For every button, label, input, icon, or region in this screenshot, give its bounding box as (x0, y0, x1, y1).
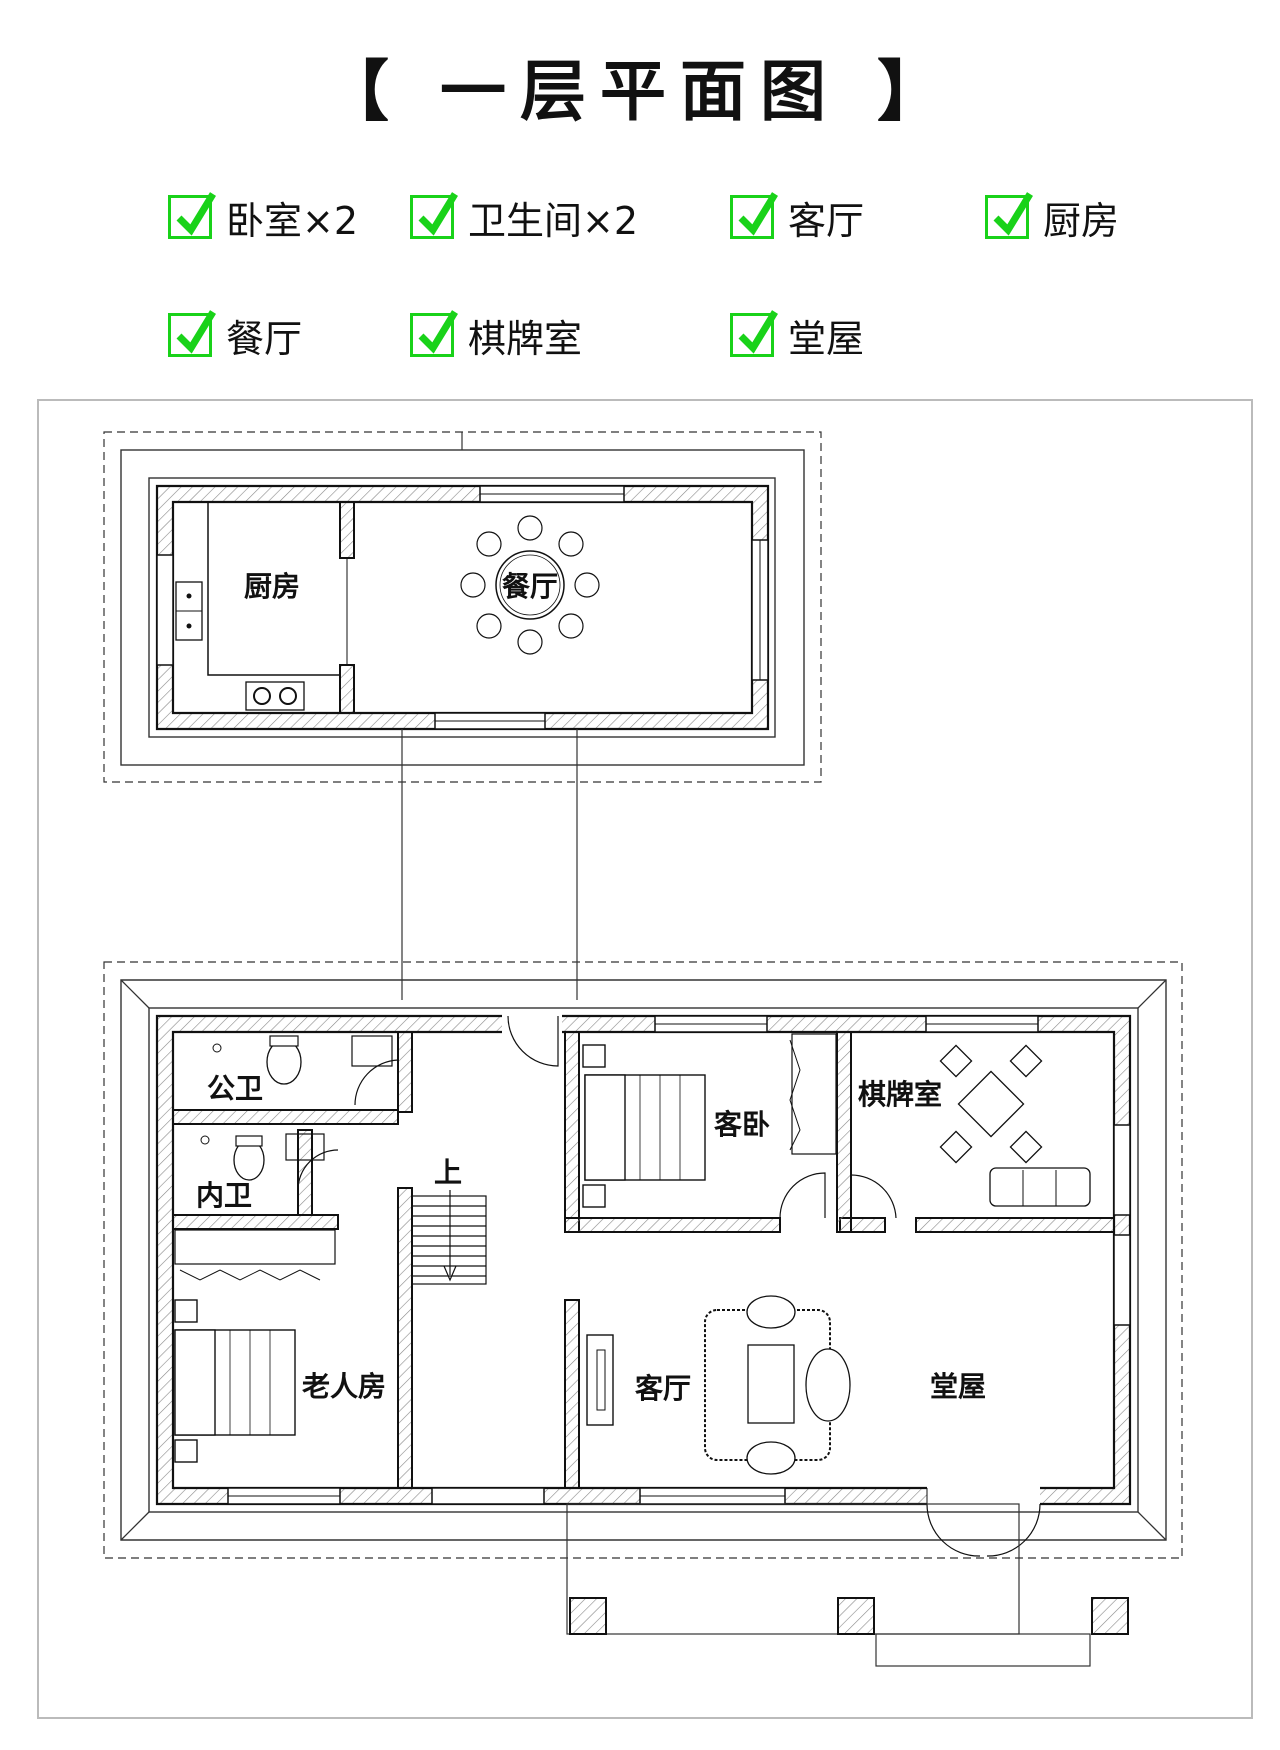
room-label-main-hall: 堂屋 (930, 1370, 986, 1403)
checkmark-icon (730, 310, 778, 357)
page-title: 【 一层平面图 】 (323, 53, 957, 130)
room-label-kitchen: 厨房 (244, 570, 300, 603)
room-label-ensuite-bath: 内卫 (196, 1179, 252, 1212)
feature-label: 卫生间×2 (468, 198, 639, 243)
feature-label: 棋牌室 (468, 316, 583, 361)
checkmark-icon (985, 192, 1033, 239)
feature-item: 卫生间×2 (410, 192, 639, 243)
feature-item: 卧室×2 (168, 192, 359, 243)
feature-item: 堂屋 (730, 310, 865, 361)
checkmark-icon (168, 310, 216, 357)
feature-item: 客厅 (730, 192, 865, 243)
feature-label: 厨房 (1043, 198, 1120, 243)
feature-label: 客厅 (788, 198, 865, 243)
room-label-elder-room: 老人房 (302, 1370, 386, 1403)
room-label-guest-bedroom: 客卧 (714, 1108, 770, 1141)
room-label-chess-room: 棋牌室 (858, 1078, 942, 1111)
checkmark-icon (730, 192, 778, 239)
feature-label: 堂屋 (788, 316, 865, 361)
room-label-public-bath: 公卫 (207, 1072, 263, 1105)
checkmark-icon (168, 192, 216, 239)
checkmark-icon (410, 310, 458, 357)
stairs-up-label: 上 (434, 1156, 462, 1189)
checkmark-icon (410, 192, 458, 239)
room-label-dining: 餐厅 (502, 570, 558, 603)
feature-item: 棋牌室 (410, 310, 583, 361)
feature-item: 厨房 (985, 192, 1120, 243)
feature-label: 餐厅 (226, 316, 303, 361)
feature-item: 餐厅 (168, 310, 303, 361)
feature-label: 卧室×2 (226, 198, 359, 243)
room-label-living-room: 客厅 (635, 1372, 691, 1405)
